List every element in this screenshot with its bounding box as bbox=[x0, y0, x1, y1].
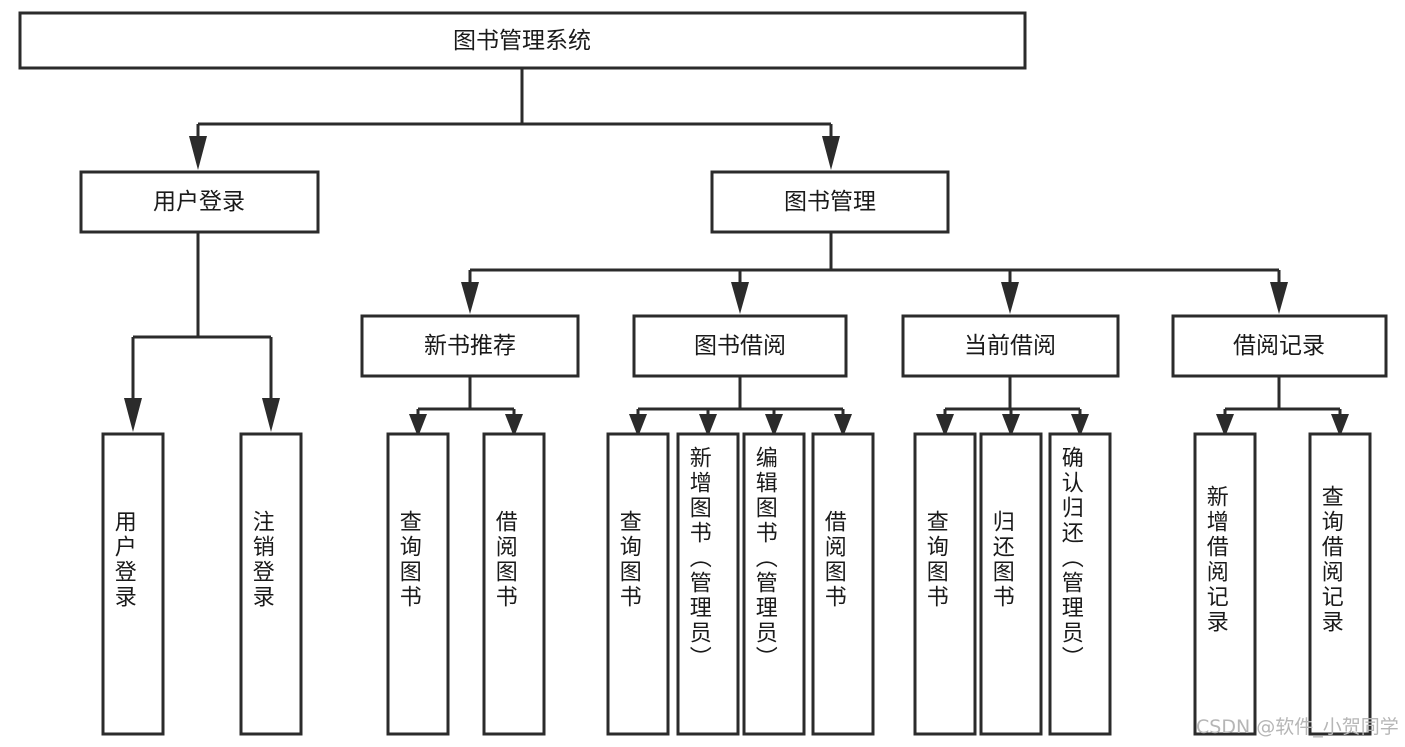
arrowhead-leaf-query-book-3 bbox=[936, 414, 954, 437]
arrowhead-new-book-recommend bbox=[461, 282, 479, 314]
arrowhead-leaf-borrow-book-1 bbox=[505, 414, 523, 437]
node-box-user-login[interactable] bbox=[79, 170, 320, 234]
leaf-box-query-book-1[interactable] bbox=[386, 432, 450, 736]
arrowhead-leaf-logout bbox=[262, 398, 280, 432]
arrowhead-leaf-add-record bbox=[1216, 414, 1234, 437]
arrowhead-leaf-edit-book bbox=[765, 414, 783, 437]
arrowhead-leaf-return-book bbox=[1002, 414, 1020, 437]
arrowhead-borrow-record bbox=[1270, 282, 1288, 314]
connector-group-root bbox=[189, 68, 840, 170]
leaf-box-borrow-book-1[interactable] bbox=[482, 432, 546, 736]
connector-group-book-management bbox=[461, 232, 1288, 314]
csdn-watermark: CSDN @软件_小贺同学 bbox=[1196, 716, 1399, 738]
connector-group-borrow-record bbox=[1216, 376, 1349, 437]
leaf-box-query-book-2[interactable] bbox=[606, 432, 670, 736]
node-label-title: 图书管理系统 bbox=[453, 28, 591, 54]
leaf-box-edit-book[interactable] bbox=[742, 432, 806, 736]
node-box-borrow-record[interactable] bbox=[1171, 314, 1388, 378]
leaf-box-confirm-return[interactable] bbox=[1048, 432, 1112, 736]
node-label-book-borrow: 图书借阅 bbox=[694, 333, 786, 359]
leaf-box-logout[interactable] bbox=[239, 432, 303, 736]
leaf-box-query-record[interactable] bbox=[1308, 432, 1372, 736]
node-box-new-book-recommend[interactable] bbox=[360, 314, 580, 378]
node-box-book-management[interactable] bbox=[710, 170, 950, 234]
connector-group-user-login bbox=[124, 232, 280, 432]
arrowhead-leaf-add-book bbox=[699, 414, 717, 437]
leaf-box-query-book-3[interactable] bbox=[913, 432, 977, 736]
node-label-book-management: 图书管理 bbox=[784, 189, 876, 215]
arrowhead-book-borrow bbox=[731, 282, 749, 314]
arrowhead-leaf-user-login bbox=[124, 398, 142, 432]
arrowhead-leaf-query-book-2 bbox=[629, 414, 647, 437]
arrowhead-user-login bbox=[189, 136, 207, 170]
leaf-box-add-book[interactable] bbox=[676, 432, 740, 736]
connector-group-new-book-recommend bbox=[409, 376, 523, 437]
node-box-title[interactable] bbox=[18, 11, 1027, 70]
node-label-current-borrow: 当前借阅 bbox=[964, 333, 1056, 359]
arrowhead-leaf-confirm-return bbox=[1071, 414, 1089, 437]
node-label-new-book-recommend: 新书推荐 bbox=[424, 333, 516, 359]
node-box-book-borrow[interactable] bbox=[632, 314, 848, 378]
node-box-current-borrow[interactable] bbox=[901, 314, 1120, 378]
leaf-box-add-record[interactable] bbox=[1193, 432, 1257, 736]
arrowhead-leaf-query-book-1 bbox=[409, 414, 427, 437]
arrowhead-book-management bbox=[822, 136, 840, 170]
leaf-box-borrow-book-2[interactable] bbox=[811, 432, 875, 736]
connector-group-current-borrow bbox=[936, 376, 1089, 437]
leaf-box-return-book[interactable] bbox=[979, 432, 1043, 736]
node-label-user-login: 用户登录 bbox=[153, 189, 245, 215]
arrowhead-leaf-query-record bbox=[1331, 414, 1349, 437]
leaf-box-user-login[interactable] bbox=[101, 432, 165, 736]
arrowhead-current-borrow bbox=[1001, 282, 1019, 314]
arrowhead-leaf-borrow-book-2 bbox=[834, 414, 852, 437]
node-label-borrow-record: 借阅记录 bbox=[1233, 333, 1325, 359]
connector-group-book-borrow bbox=[629, 376, 852, 437]
